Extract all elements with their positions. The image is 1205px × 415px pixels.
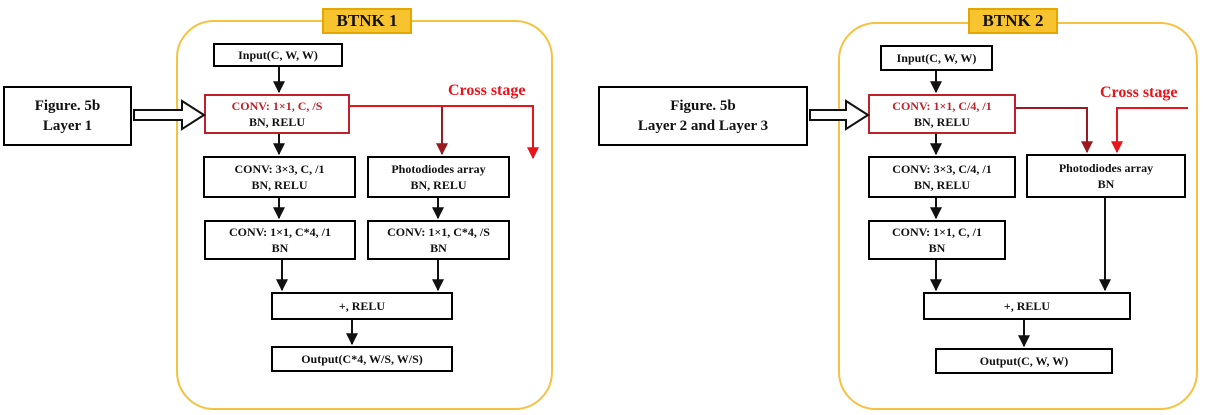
btnk1-input: Input(C, W, W) xyxy=(213,43,343,67)
btnk2-photo-line2: BN xyxy=(1097,177,1115,191)
source-layer2-3-line2: Layer 2 and Layer 3 xyxy=(637,118,769,134)
btnk1-conv2-line2: BN, RELU xyxy=(251,178,308,192)
btnk2-output: Output(C, W, W) xyxy=(935,348,1113,374)
btnk2-source-arrow xyxy=(809,99,870,131)
btnk1-cross-stage-label: Cross stage xyxy=(448,82,526,99)
btnk2-conv2-line1: CONV: 3×3, C/4, /1 xyxy=(892,161,992,176)
source-layer1-line1: Figure. 5b xyxy=(34,97,101,114)
btnk1-conv4: CONV: 1×1, C*4, /S BN xyxy=(367,220,510,260)
btnk2-cross-stage-label: Cross stage xyxy=(1100,84,1178,101)
btnk1-conv2: CONV: 3×3, C, /1 BN, RELU xyxy=(203,156,356,198)
btnk1-conv3-line1: CONV: 1×1, C*4, /1 xyxy=(228,224,332,239)
btnk1-input-text: Input(C, W, W) xyxy=(238,47,318,62)
btnk2-conv3-line1: CONV: 1×1, C, /1 xyxy=(891,224,983,239)
btnk2-input: Input(C, W, W) xyxy=(880,45,993,71)
btnk2-photo: Photodiodes array BN xyxy=(1026,154,1186,198)
btnk1-conv4-line2: BN xyxy=(430,241,447,255)
btnk1-output-text: Output(C*4, W/S, W/S) xyxy=(301,351,423,366)
btnk2-conv1-line2: BN, RELU xyxy=(913,115,970,129)
btnk1-conv3-line2: BN xyxy=(271,241,289,255)
btnk1-conv1: CONV: 1×1, C, /S BN, RELU xyxy=(204,94,350,134)
btnk1-source-arrow xyxy=(133,99,206,131)
btnk1-photo: Photodiodes array BN, RELU xyxy=(367,156,510,198)
btnk1-photo-line2: BN, RELU xyxy=(410,178,467,192)
source-layer2-3-line1: Figure. 5b xyxy=(670,97,736,114)
source-layer2-3: Figure. 5b Layer 2 and Layer 3 xyxy=(598,86,808,146)
btnk1-conv1-line1: CONV: 1×1, C, /S xyxy=(231,98,323,113)
btnk1-add-text: +, RELU xyxy=(338,298,386,313)
btnk2-add: +, RELU xyxy=(923,292,1131,320)
btnk1-output: Output(C*4, W/S, W/S) xyxy=(271,346,453,372)
btnk2-cross-stage-arrow xyxy=(1111,107,1188,154)
btnk1-conv2-line1: CONV: 3×3, C, /1 xyxy=(234,161,325,176)
btnk2-add-text: +, RELU xyxy=(1003,298,1051,313)
btnk1-branch-to-photo xyxy=(350,105,448,156)
btnk2-photo-line1: Photodiodes array xyxy=(1058,160,1154,175)
btnk1-photo-line1: Photodiodes array xyxy=(391,161,486,176)
btnk1-badge: BTNK 1 xyxy=(322,8,412,34)
btnk2-badge: BTNK 2 xyxy=(968,8,1058,34)
btnk2-output-text: Output(C, W, W) xyxy=(979,353,1069,368)
btnk2-conv1: CONV: 1×1, C/4, /1 BN, RELU xyxy=(868,94,1016,134)
btnk1-conv4-line1: CONV: 1×1, C*4, /S xyxy=(387,224,490,239)
btnk2-branch-to-photo xyxy=(1016,107,1093,154)
btnk2-conv2: CONV: 3×3, C/4, /1 BN, RELU xyxy=(868,156,1016,198)
btnk2-conv3-line2: BN xyxy=(928,241,946,255)
btnk2-conv1-line1: CONV: 1×1, C/4, /1 xyxy=(892,98,992,113)
btnk1-conv1-line2: BN, RELU xyxy=(248,115,305,129)
btnk1-add: +, RELU xyxy=(271,292,453,320)
source-layer1: Figure. 5b Layer 1 xyxy=(3,86,132,146)
btnk2-conv3: CONV: 1×1, C, /1 BN xyxy=(868,220,1006,260)
btnk2-conv2-line2: BN, RELU xyxy=(913,178,970,192)
btnk1-conv3: CONV: 1×1, C*4, /1 BN xyxy=(204,220,356,260)
btnk1-cross-stage-arrow xyxy=(350,105,539,160)
btnk2-input-text: Input(C, W, W) xyxy=(896,50,977,65)
source-layer1-line2: Layer 1 xyxy=(42,118,93,134)
